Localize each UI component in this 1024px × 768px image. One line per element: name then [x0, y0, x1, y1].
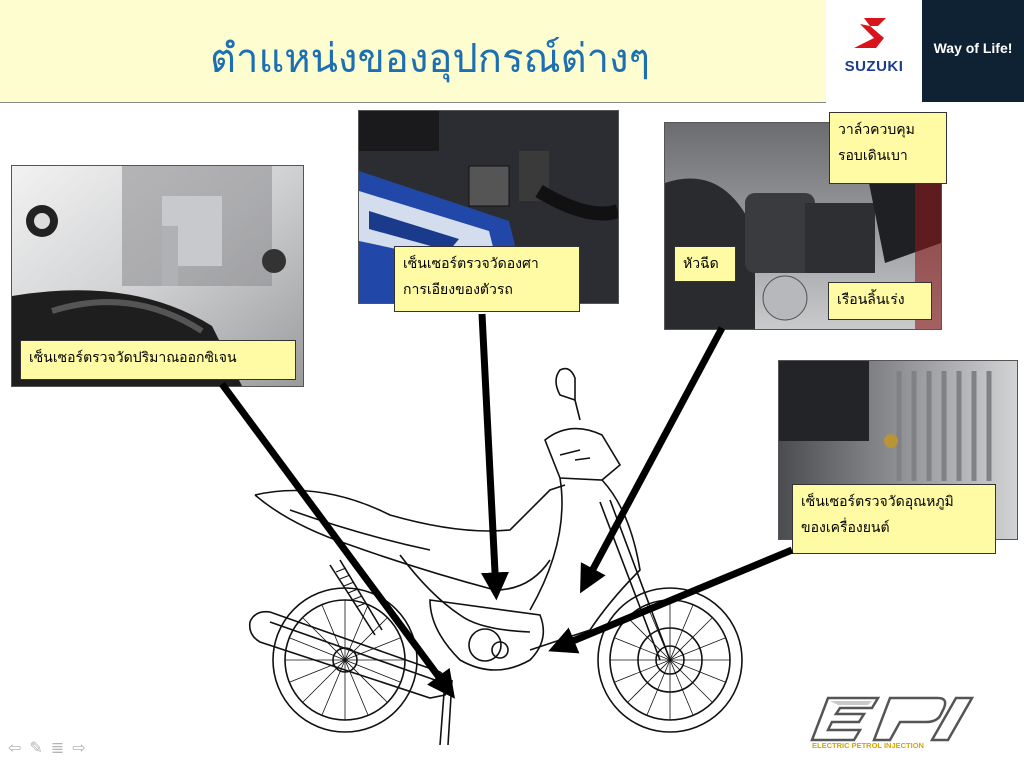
callout-tilt-sensor-line1: เซ็นเซอร์ตรวจวัดองศา	[403, 256, 539, 272]
arrow-temp-sensor	[548, 546, 794, 654]
callout-idle-valve-line2: รอบเดินเบา	[838, 148, 908, 164]
brand-name: SUZUKI	[844, 58, 904, 75]
menu-icon[interactable]: ≣	[50, 738, 73, 757]
suzuki-logo: SUZUKI	[826, 0, 922, 102]
page-title: ตำแหน่งของอุปกรณ์ต่างๆ	[210, 36, 651, 82]
callout-o2-sensor: เซ็นเซอร์ตรวจวัดปริมาณออกซิเจน	[20, 340, 296, 380]
tagline: Way of Life!	[933, 40, 1013, 56]
callout-o2-sensor-text: เซ็นเซอร์ตรวจวัดปริมาณออกซิเจน	[29, 350, 237, 366]
callout-injector: หัวฉีด	[674, 246, 736, 282]
callout-temp-sensor-line2: ของเครื่องยนต์	[801, 520, 890, 536]
tagline-panel: Way of Life!	[922, 0, 1024, 102]
callout-throttle-body-text: เรือนลิ้นเร่ง	[837, 292, 905, 308]
callout-idle-valve: วาล์วควบคุม รอบเดินเบา	[829, 112, 947, 184]
arrow-o2-sensor	[219, 381, 455, 699]
motorcycle-diagram	[248, 367, 743, 746]
suzuki-s-icon	[854, 18, 886, 48]
callout-throttle-body: เรือนลิ้นเร่ง	[828, 282, 932, 320]
callout-tilt-sensor: เซ็นเซอร์ตรวจวัดองศา การเอียงของตัวรถ	[394, 246, 580, 312]
arrow-left-icon[interactable]: ⇦	[8, 738, 30, 757]
arrow-injector	[580, 326, 726, 594]
header-bar: ตำแหน่งของอุปกรณ์ต่างๆ	[0, 0, 826, 103]
callout-temp-sensor: เซ็นเซอร์ตรวจวัดอุณหภูมิ ของเครื่องยนต์	[792, 484, 996, 554]
callout-idle-valve-line1: วาล์วควบคุม	[838, 122, 915, 138]
callout-tilt-sensor-line2: การเอียงของตัวรถ	[403, 282, 513, 298]
epi-subtitle: ELECTRIC PETROL INJECTION	[812, 741, 924, 750]
epi-logo: ELECTRIC PETROL INJECTION	[808, 690, 1004, 750]
callout-injector-text: หัวฉีด	[683, 256, 719, 272]
pen-icon[interactable]: ✎	[29, 738, 51, 757]
slide-nav: ⇦✎≣⇨	[8, 738, 94, 757]
callout-temp-sensor-line1: เซ็นเซอร์ตรวจวัดอุณหภูมิ	[801, 494, 954, 510]
arrow-tilt-sensor	[478, 313, 509, 601]
arrow-right-icon[interactable]: ⇨	[72, 738, 94, 757]
